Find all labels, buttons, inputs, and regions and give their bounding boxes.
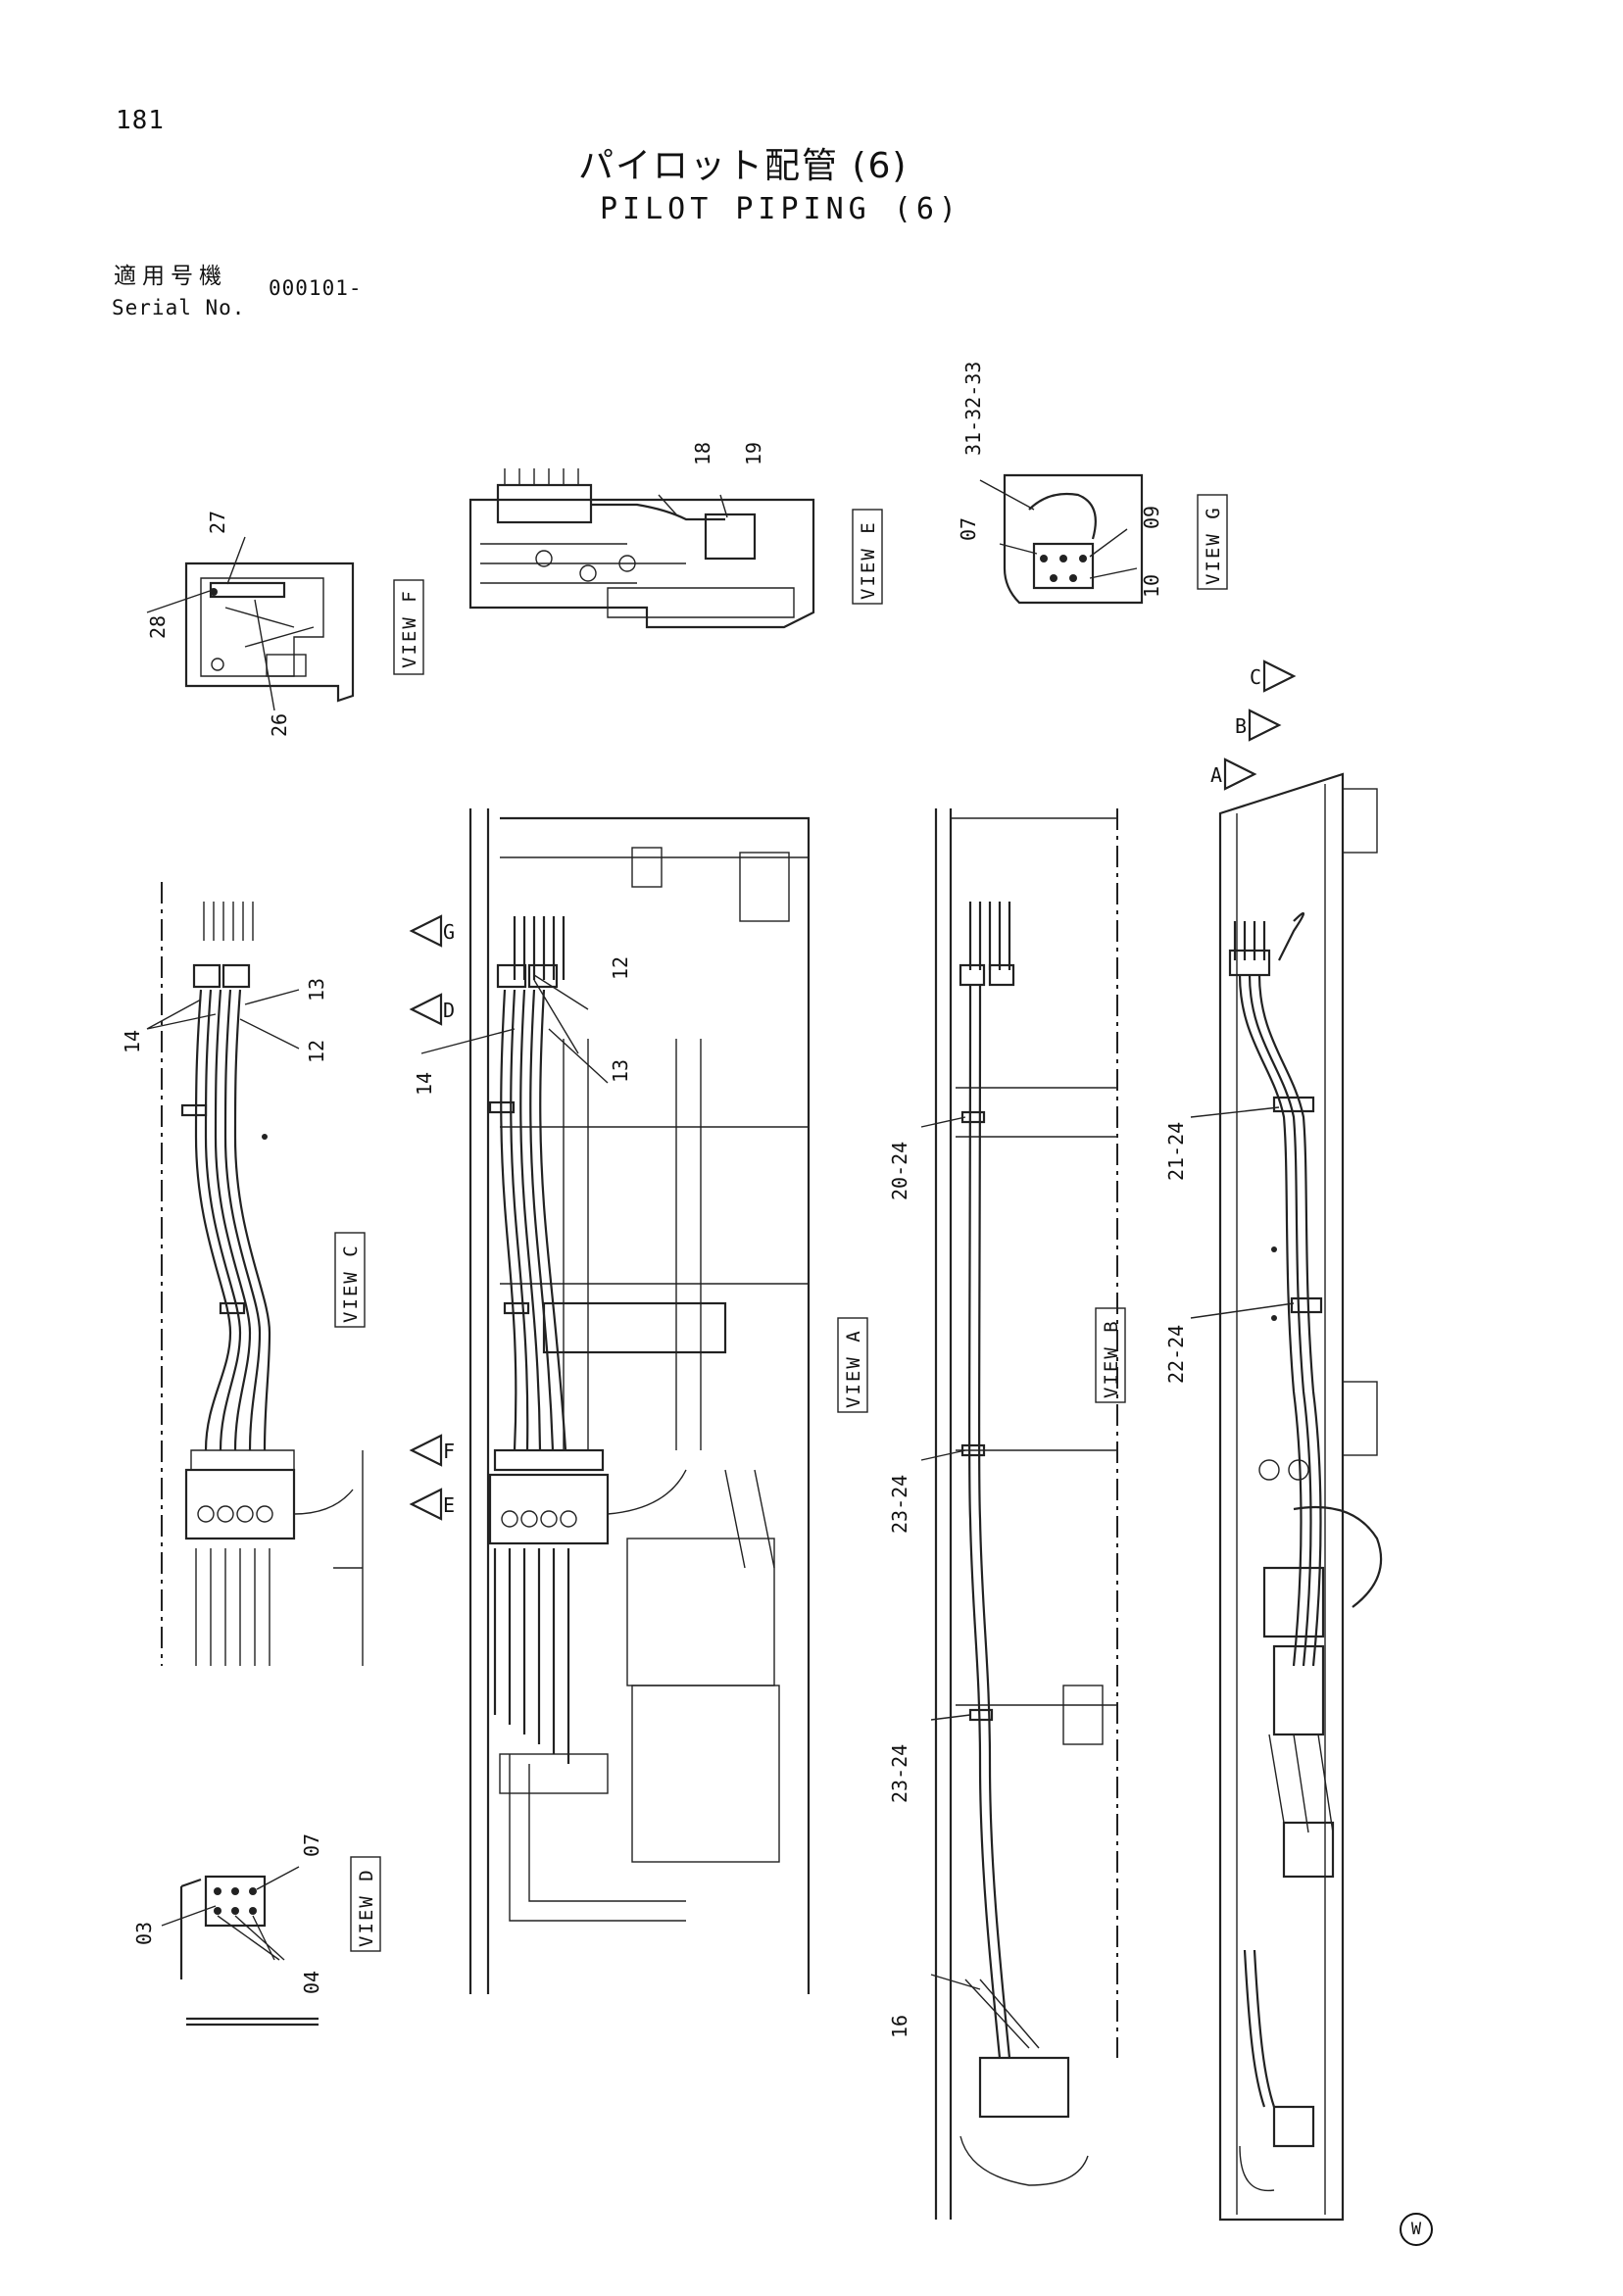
view-b-detail (920, 808, 1118, 2220)
part-label-03: 03 (132, 1922, 156, 1945)
page-number: 181 (116, 106, 165, 135)
view-a-label: VIEW A (843, 1329, 864, 1408)
part-label-09: 09 (1140, 506, 1163, 529)
view-d-detail (161, 1866, 319, 2027)
page-title-en: PILOT PIPING (6) (600, 192, 961, 226)
part-label-12-view-a: 12 (609, 956, 632, 980)
view-g-detail (979, 473, 1144, 605)
arrow-letter-b: B (1235, 714, 1247, 738)
view-arrows-left (409, 914, 443, 1521)
page-title-jp: パイロット配管 (6) (578, 146, 909, 186)
serial-label-en: Serial No. (112, 296, 246, 319)
part-label-19: 19 (742, 442, 765, 465)
side-view-detail (1190, 772, 1383, 2222)
part-label-28: 28 (146, 615, 170, 639)
view-b-label: VIEW B (1101, 1319, 1122, 1398)
arrow-letter-c: C (1250, 665, 1261, 689)
part-label-10: 10 (1140, 574, 1163, 598)
part-label-18: 18 (691, 442, 714, 465)
view-a-detail (420, 808, 811, 1994)
part-label-23-24-upper: 23-24 (888, 1475, 911, 1534)
view-f-label: VIEW F (399, 589, 420, 668)
part-label-13-view-c: 13 (305, 978, 328, 1001)
part-label-31-33: 31-32-33 (961, 362, 985, 456)
arrow-letter-f: F (443, 1440, 455, 1463)
part-label-16: 16 (888, 2015, 911, 2038)
view-c-detail (146, 882, 364, 1666)
part-label-07-view-g: 07 (957, 517, 980, 541)
arrow-letter-e: E (443, 1493, 455, 1517)
part-label-23-24-lower: 23-24 (888, 1744, 911, 1803)
view-arrows-right (1223, 659, 1297, 791)
part-label-04: 04 (300, 1971, 323, 1994)
view-d-label: VIEW D (356, 1868, 377, 1947)
part-label-07-view-d: 07 (300, 1833, 323, 1857)
view-g-label: VIEW G (1203, 506, 1224, 585)
arrow-letter-a: A (1210, 763, 1222, 787)
part-label-22-24: 22-24 (1164, 1325, 1188, 1384)
view-e-detail (468, 468, 815, 629)
corner-mark: W (1400, 2213, 1433, 2246)
part-label-13-view-a: 13 (609, 1059, 632, 1083)
part-label-26: 26 (268, 713, 291, 737)
part-label-14-view-a: 14 (413, 1072, 436, 1096)
view-f-detail (146, 536, 355, 711)
part-label-20-24: 20-24 (888, 1142, 911, 1200)
arrow-letter-d: D (443, 999, 455, 1022)
view-e-label: VIEW E (858, 520, 879, 600)
serial-value: 000101- (269, 276, 363, 300)
view-c-label: VIEW C (340, 1244, 362, 1323)
arrow-letter-g: G (443, 920, 455, 944)
part-label-12-view-c: 12 (305, 1040, 328, 1063)
serial-label-jp: 適用号機 (114, 264, 227, 289)
part-label-21-24: 21-24 (1164, 1122, 1188, 1181)
part-label-27: 27 (206, 511, 229, 534)
part-label-14-view-c: 14 (121, 1030, 144, 1053)
